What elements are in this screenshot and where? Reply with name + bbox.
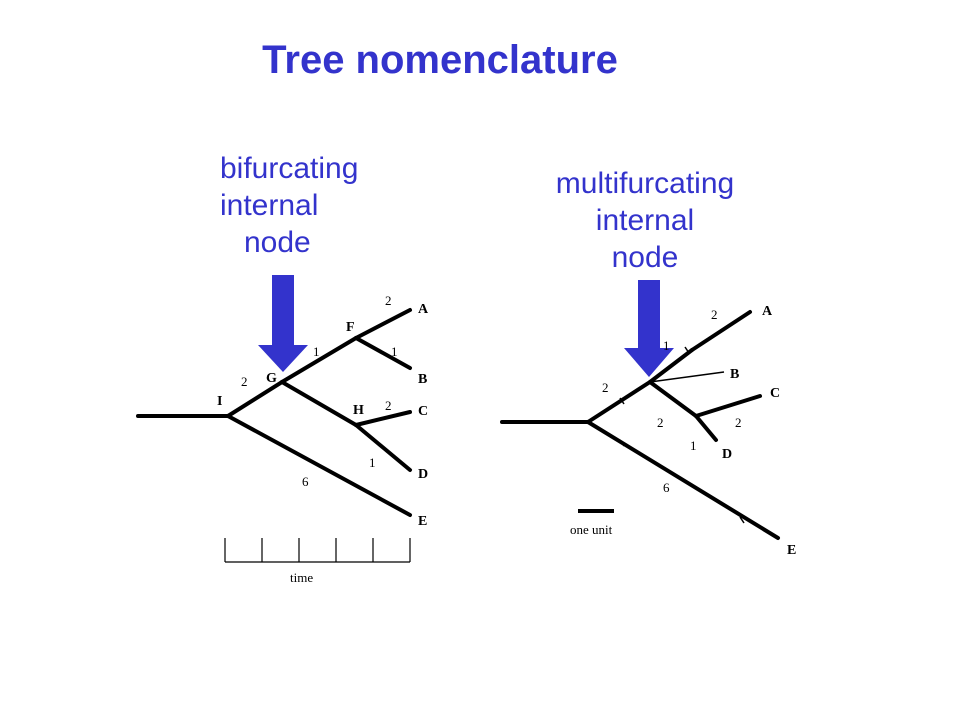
right-arrow-head (624, 348, 674, 377)
left-node-I: I (217, 394, 222, 409)
right-branch-upper (648, 348, 694, 384)
right-length-A: 2 (711, 307, 718, 322)
right-length-E: 6 (663, 480, 670, 495)
time-scale (224, 538, 411, 563)
left-length-I-G: 2 (241, 374, 248, 389)
left-length-F-B: 1 (391, 344, 398, 359)
left-branch-H-D (354, 423, 412, 472)
left-branch-G-F (280, 336, 358, 384)
right-leaf-E: E (787, 543, 796, 558)
left-branch-H-C (354, 410, 412, 427)
multifurcating-label-line1: multifurcating (555, 167, 735, 200)
left-branch-I-G (226, 380, 284, 418)
left-node-G: G (266, 371, 277, 386)
right-leaf-B: B (730, 367, 739, 382)
left-branch-G-H (280, 380, 358, 427)
right-branch-cnode (648, 380, 698, 418)
bifurcating-label-line1: bifurcating (220, 152, 359, 185)
bifurcating-label-line3: node (244, 226, 311, 259)
bifurcating-label-line2: internal (220, 189, 319, 222)
right-length-upper: 1 (663, 338, 670, 353)
left-tree (136, 308, 412, 517)
right-arrow-shaft (638, 280, 660, 348)
left-length-H-D: 1 (369, 455, 376, 470)
left-length-H-C: 2 (385, 398, 392, 413)
time-label: time (290, 570, 313, 585)
left-leaf-B: B (418, 372, 427, 387)
page-title: Tree nomenclature (262, 38, 618, 82)
multifurcating-label: multifurcating internal node (540, 165, 750, 276)
left-leaf-D: D (418, 467, 428, 482)
left-arrow-shaft (272, 275, 294, 345)
right-tree-ticks (619, 346, 745, 524)
left-branch-F-B (354, 336, 412, 370)
left-arrow (258, 275, 308, 372)
right-tree (500, 310, 780, 540)
right-leaf-C: C (770, 386, 780, 401)
right-length-C: 2 (735, 415, 742, 430)
right-branch-D (694, 414, 718, 442)
right-branch-A (690, 310, 752, 352)
right-arrow (624, 280, 674, 377)
left-length-F-A: 2 (385, 293, 392, 308)
right-branch-B (649, 371, 725, 383)
right-leaf-D: D (722, 447, 732, 462)
left-leaf-C: C (418, 404, 428, 419)
right-leaf-A: A (762, 304, 773, 319)
right-branch-E (586, 420, 780, 540)
left-node-F: F (346, 320, 355, 335)
left-node-H: H (353, 403, 364, 418)
left-length-G-F: 1 (313, 344, 320, 359)
left-branch-I-E (226, 414, 412, 517)
right-length-D: 1 (690, 438, 697, 453)
multifurcating-label-line2: internal (595, 204, 695, 237)
right-length-cnode: 2 (657, 415, 664, 430)
left-branch-F-A (354, 308, 412, 340)
right-branch-C (694, 394, 762, 418)
left-leaf-A: A (418, 302, 429, 317)
left-length-I-E: 6 (302, 474, 309, 489)
left-leaf-E: E (418, 514, 427, 529)
right-length-root-up: 2 (602, 380, 609, 395)
multifurcating-label-line3: node (611, 241, 679, 274)
left-arrow-head (258, 345, 308, 372)
right-branch-root-up (586, 380, 652, 424)
unit-scale-label: one unit (570, 522, 613, 537)
bifurcating-label: bifurcating internal node (220, 150, 390, 261)
